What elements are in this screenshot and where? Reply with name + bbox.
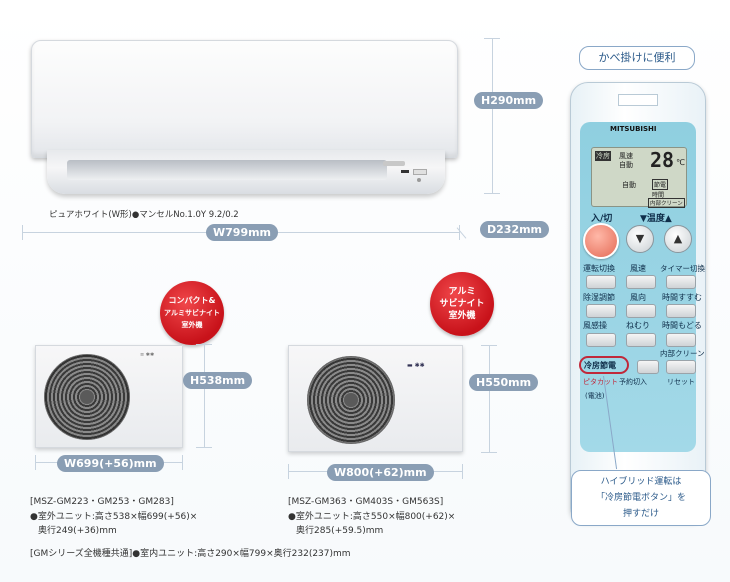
left-outdoor-height-label: H538mm xyxy=(183,372,253,389)
dimension-tick xyxy=(22,225,23,240)
outdoor-logo: ▬ ✱✱ xyxy=(407,362,425,369)
air-sense-label: 風感操 xyxy=(583,321,607,330)
right-model-list: [MSZ-GM363・GM403S・GM563S] xyxy=(288,497,444,507)
lcd-mode: 冷房 xyxy=(595,151,611,161)
common-spec-line: [GMシリーズ全機種共通]●室内ユニット:高さ290×幅799×奥行232(23… xyxy=(30,549,351,559)
cool-save-button[interactable] xyxy=(637,360,659,374)
dimension-tick xyxy=(182,455,183,470)
dimension-tick xyxy=(35,455,36,470)
callout-line: ハイブリッド運転は xyxy=(600,477,682,487)
time-forward-button[interactable] xyxy=(666,304,696,318)
rustproof-badge: アルミ サビナイト 室外機 xyxy=(430,272,494,336)
badge-line: サビナイト xyxy=(439,299,485,309)
vane-button[interactable] xyxy=(626,304,656,318)
right-outdoor-height-label: H550mm xyxy=(469,374,539,391)
reset-label: リセット xyxy=(667,378,695,386)
wall-mount-callout: かべ掛けに便利 xyxy=(579,46,695,70)
internal-clean-label: 内部クリーン xyxy=(660,349,705,358)
badge-line: コンパクト& xyxy=(168,296,216,305)
timer-switch-button[interactable] xyxy=(666,275,696,289)
pita-label: ピタカット xyxy=(583,378,618,386)
power-label: 入/切 xyxy=(591,214,613,224)
right-spec-line-1: ●室外ユニット:高さ550×幅800(+62)× xyxy=(288,512,456,522)
lcd-temperature: 28 xyxy=(650,148,675,172)
outdoor-unit-left-image: ≡ ✱✱ xyxy=(35,345,183,448)
internal-clean-button[interactable] xyxy=(666,360,696,374)
dehumidify-button[interactable] xyxy=(586,304,616,318)
mode-switch-label: 運転切換 xyxy=(583,264,615,273)
remote-brand: MITSUBISHI xyxy=(610,125,657,133)
temp-down-button[interactable]: ▼ xyxy=(626,225,654,253)
dimension-tick xyxy=(481,452,497,453)
dimension-tick xyxy=(462,464,463,479)
sleep-button[interactable] xyxy=(626,333,656,347)
indoor-width-label: W799mm xyxy=(206,224,279,241)
fan-hub xyxy=(344,393,358,407)
cancel-label: 予約切入 xyxy=(619,378,647,386)
height-dimension-line xyxy=(204,344,205,448)
dimension-tick xyxy=(484,38,500,39)
fan-hub xyxy=(80,390,94,404)
vane-label: 風向 xyxy=(630,293,646,302)
time-forward-label: 時間すすむ xyxy=(662,293,702,302)
badge-line: アルミサビナイト xyxy=(164,309,220,317)
sleep-label: ねむり xyxy=(626,321,650,330)
battery-label: (電池) xyxy=(585,392,605,400)
save-button-highlight xyxy=(579,356,629,374)
indoor-color-model: ピュアホワイト(W形)●マンセルNo.1.0Y 9.2/0.2 xyxy=(49,210,239,220)
cool-save-label: 冷房節電 xyxy=(584,361,616,370)
lcd-fan: 風速 xyxy=(619,152,633,160)
time-back-button[interactable] xyxy=(666,333,696,347)
badge-line: アルミ xyxy=(448,287,476,297)
time-back-label: 時間もどる xyxy=(662,321,702,330)
height-dimension-line xyxy=(489,345,490,453)
dimension-tick xyxy=(196,447,212,448)
mode-switch-button[interactable] xyxy=(586,275,616,289)
badge-line: 室外機 xyxy=(448,311,476,321)
temp-label: ▼温度▲ xyxy=(640,214,672,224)
air-sense-button[interactable] xyxy=(586,333,616,347)
indoor-unit-body xyxy=(31,40,458,158)
dimension-tick xyxy=(481,345,497,346)
indoor-depth-label: D232mm xyxy=(480,221,550,238)
dimension-tick xyxy=(484,193,500,194)
indoor-unit-control-panel xyxy=(381,158,441,188)
remote-lcd: 冷房 風速 自動 28 ℃ 自動 節電 時間 内部クリーン xyxy=(591,147,687,208)
right-outdoor-width-label: W800(+62)mm xyxy=(327,464,434,481)
outdoor-unit-right-image: ▬ ✱✱ xyxy=(288,345,463,452)
dehumidify-label: 除湿調節 xyxy=(583,293,615,302)
left-spec-line-1: ●室外ユニット:高さ538×幅699(+56)× xyxy=(30,512,198,522)
lcd-timer: 時間 xyxy=(652,192,665,199)
hybrid-operation-callout: ハイブリッド運転は 「冷房節電ボタン」を 押すだけ xyxy=(571,470,711,526)
indoor-unit-image xyxy=(31,40,458,194)
power-button[interactable] xyxy=(583,223,619,259)
dimension-tick xyxy=(288,464,289,479)
dimension-tick xyxy=(196,344,212,345)
compact-rustproof-badge: コンパクト& アルミサビナイト 室外機 xyxy=(160,281,224,345)
left-model-list: [MSZ-GM223・GM253・GM283] xyxy=(30,497,174,507)
indoor-unit-vent xyxy=(67,160,387,180)
fan-speed-button[interactable] xyxy=(626,275,656,289)
indoor-height-label: H290mm xyxy=(474,92,544,109)
lcd-temp-unit: ℃ xyxy=(676,158,685,167)
outdoor-logo: ≡ ✱✱ xyxy=(140,352,155,358)
callout-line: 「冷房節電ボタン」を xyxy=(595,493,686,503)
badge-line: 室外機 xyxy=(181,321,203,329)
fan-speed-label: 風速 xyxy=(630,264,646,273)
callout-line: 押すだけ xyxy=(622,509,659,519)
lcd-auto: 自動 xyxy=(619,161,633,169)
lcd-save: 節電 xyxy=(652,179,669,190)
temp-up-button[interactable]: ▲ xyxy=(664,225,692,253)
height-dimension-line xyxy=(492,38,493,194)
lcd-auto-2: 自動 xyxy=(622,181,636,189)
timer-switch-label: タイマー切換 xyxy=(660,264,705,273)
wall-hook-slot xyxy=(618,94,658,106)
right-spec-line-2: 奥行285(+59.5)mm xyxy=(296,526,384,536)
lcd-clean: 内部クリーン xyxy=(648,198,685,208)
left-spec-line-2: 奥行249(+36)mm xyxy=(38,526,117,536)
left-outdoor-width-label: W699(+56)mm xyxy=(57,455,164,472)
